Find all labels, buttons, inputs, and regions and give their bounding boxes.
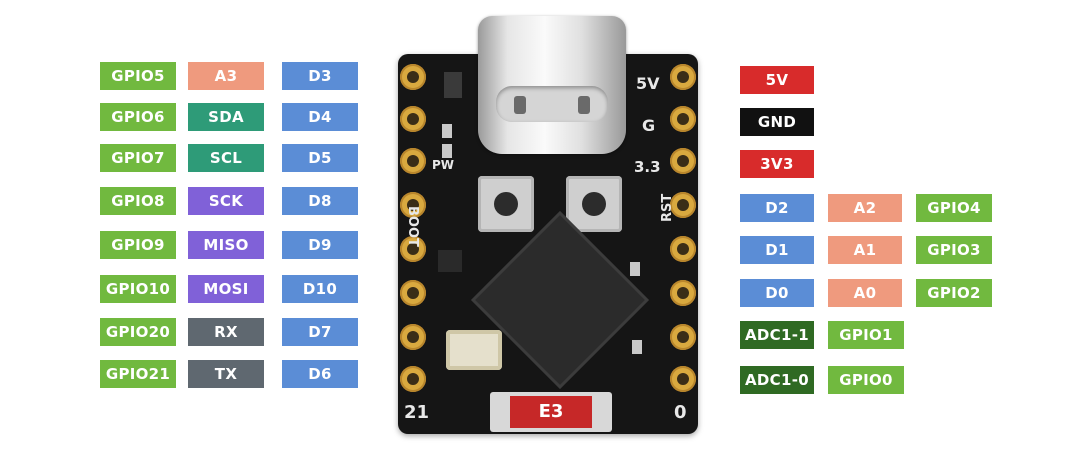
pin-pad <box>400 192 426 218</box>
digital-pin-label: D1 <box>740 236 814 264</box>
silk-rst: RST <box>660 193 675 222</box>
silk-3v3: 3.3 <box>634 158 661 176</box>
pin-pad <box>400 106 426 132</box>
analog-label: A3 <box>188 62 264 90</box>
gpio-label: GPIO20 <box>100 318 176 346</box>
crystal-oscillator <box>446 330 502 370</box>
analog-label: A2 <box>828 194 902 222</box>
spi-label: MOSI <box>188 275 264 303</box>
pin-pad <box>670 192 696 218</box>
digital-pin-label: D10 <box>282 275 358 303</box>
spi-label: MISO <box>188 231 264 259</box>
pin-pad <box>670 324 696 350</box>
i2c-label: SDA <box>188 103 264 131</box>
pin-pad <box>400 148 426 174</box>
uart-label: TX <box>188 360 264 388</box>
pin-pad <box>670 236 696 262</box>
digital-pin-label: D2 <box>740 194 814 222</box>
digital-pin-label: D8 <box>282 187 358 215</box>
usb-mount-hole <box>578 96 590 114</box>
button-cap <box>582 192 606 216</box>
fuse-component: E3 <box>490 392 612 432</box>
adc-label: ADC1-1 <box>740 321 814 349</box>
digital-pin-label: D3 <box>282 62 358 90</box>
silk-boot: BOOT <box>405 206 420 247</box>
usb-mount-hole <box>514 96 526 114</box>
gpio-label: GPIO0 <box>828 366 904 394</box>
smd-ic <box>438 250 462 272</box>
silk-pin-21: 21 <box>404 402 430 423</box>
digital-pin-label: D9 <box>282 231 358 259</box>
gpio-label: GPIO3 <box>916 236 992 264</box>
pin-pad <box>670 64 696 90</box>
smd-capacitor <box>630 262 640 276</box>
fuse-marking: E3 <box>538 401 564 422</box>
gpio-label: GPIO21 <box>100 360 176 388</box>
analog-label: A1 <box>828 236 902 264</box>
pin-pad <box>400 280 426 306</box>
gpio-label: GPIO8 <box>100 187 176 215</box>
pin-pad <box>670 280 696 306</box>
gpio-label: GPIO1 <box>828 321 904 349</box>
analog-label: A0 <box>828 279 902 307</box>
pin-pad <box>400 236 426 262</box>
digital-pin-label: D0 <box>740 279 814 307</box>
digital-pin-label: D7 <box>282 318 358 346</box>
i2c-label: SCL <box>188 144 264 172</box>
pin-pad <box>670 148 696 174</box>
adc-label: ADC1-0 <box>740 366 814 394</box>
pin-pad <box>400 64 426 90</box>
gpio-label: GPIO10 <box>100 275 176 303</box>
silk-gnd: G <box>642 116 656 135</box>
gpio-label: GPIO5 <box>100 62 176 90</box>
usb-c-port <box>496 86 608 122</box>
usb-c-connector-icon <box>478 16 626 154</box>
digital-pin-label: D5 <box>282 144 358 172</box>
button-cap <box>494 192 518 216</box>
fuse-body: E3 <box>510 396 592 428</box>
pin-pad <box>670 366 696 392</box>
silk-pin-0: 0 <box>674 402 687 423</box>
smd-capacitor <box>442 124 452 138</box>
pin-pad <box>400 324 426 350</box>
gpio-label: GPIO2 <box>916 279 992 307</box>
gpio-label: GPIO9 <box>100 231 176 259</box>
spi-label: SCK <box>188 187 264 215</box>
boot-button <box>478 176 534 232</box>
gpio-label: GPIO7 <box>100 144 176 172</box>
silk-5v: 5V <box>636 74 660 93</box>
smd-regulator <box>444 72 462 98</box>
digital-pin-label: D4 <box>282 103 358 131</box>
digital-pin-label: D6 <box>282 360 358 388</box>
reset-button <box>566 176 622 232</box>
pin-pad <box>400 366 426 392</box>
silk-pw: PW <box>432 158 455 172</box>
ground-label: GND <box>740 108 814 136</box>
uart-label: RX <box>188 318 264 346</box>
power-3v3-label: 3V3 <box>740 150 814 178</box>
pin-pad <box>670 106 696 132</box>
gpio-label: GPIO4 <box>916 194 992 222</box>
smd-capacitor <box>442 144 452 158</box>
smd-capacitor <box>632 340 642 354</box>
gpio-label: GPIO6 <box>100 103 176 131</box>
power-5v-label: 5V <box>740 66 814 94</box>
